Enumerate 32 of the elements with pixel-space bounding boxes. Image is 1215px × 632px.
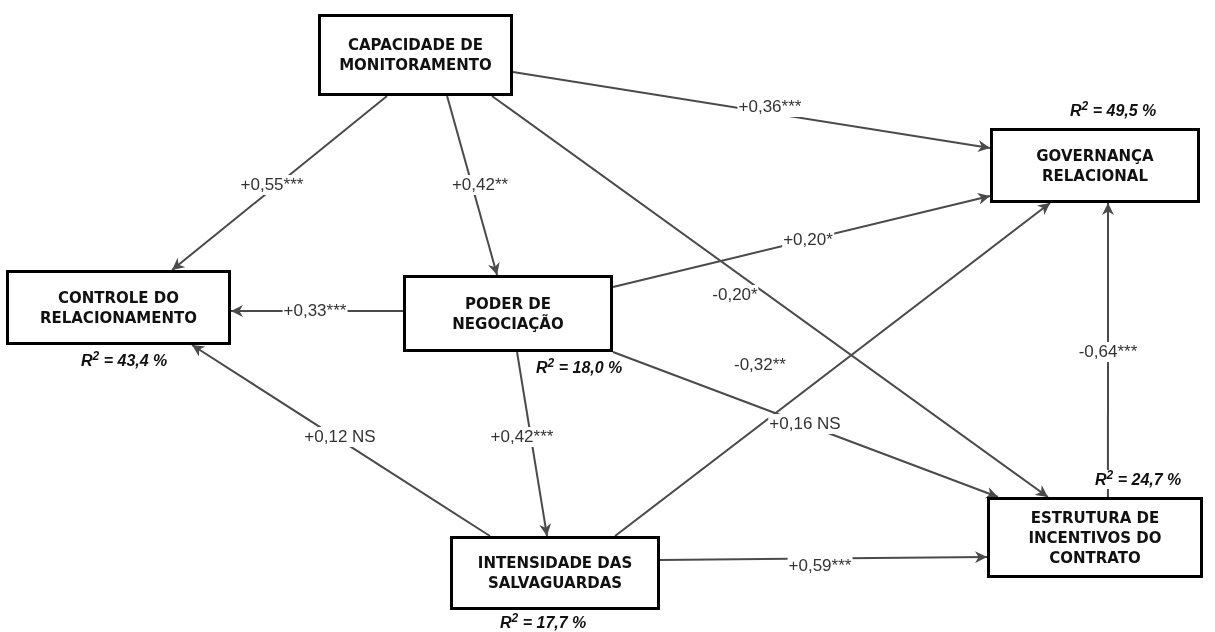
edge-label: +0,36*** [737,97,803,117]
edge-label: -0,32** [733,355,787,375]
arrow [191,344,491,537]
edge-label: +0,42** [450,175,510,195]
edge-label: +0,42*** [489,427,555,447]
arrow [171,95,389,271]
construct-box [318,14,513,96]
construct-name: CONTROLE DO RELACIONAMENTO [38,287,199,328]
edge-label: -0,64*** [1077,342,1139,362]
arrow [490,95,1049,498]
r-squared-value: R$^{2}$ = 17,7 % [498,613,589,632]
edge-label: +0,16 NS [768,414,842,434]
r-squared-value: R$^{2}$ = 18,0 % [534,358,625,377]
construct-name: ESTRUTURA DE INCENTIVOS DO CONTRATO [1027,507,1163,568]
r-squared-value: R$^{2}$ = 49,5 % [1068,101,1159,120]
edge-label: +0,20* [782,230,834,250]
arrow [512,70,991,153]
edge-label: -0,20* [711,285,759,305]
edge-label: +0,33*** [282,301,348,321]
r-squared-value: R$^{2}$ = 43,4 % [79,351,170,370]
arrow [516,351,551,537]
edge-label: +0,12 NS [303,427,377,447]
r-squared-value: R$^{2}$ = 24,7 % [1093,470,1184,489]
construct-name: GOVERNANÇA RELACIONAL [1035,145,1155,186]
construct-name: CAPACIDADE DE MONITORAMENTO [338,35,493,75]
construct-name: PODER DE NEGOCIAÇÃO [451,293,565,334]
arrow [614,202,1052,537]
arrow [446,95,500,276]
arrow [1102,202,1114,498]
construct-name: INTENSIDADE DAS SALVAGUARDAS [476,553,634,593]
edge-label: +0,59*** [787,556,853,576]
edge-label: +0,55*** [239,175,305,195]
